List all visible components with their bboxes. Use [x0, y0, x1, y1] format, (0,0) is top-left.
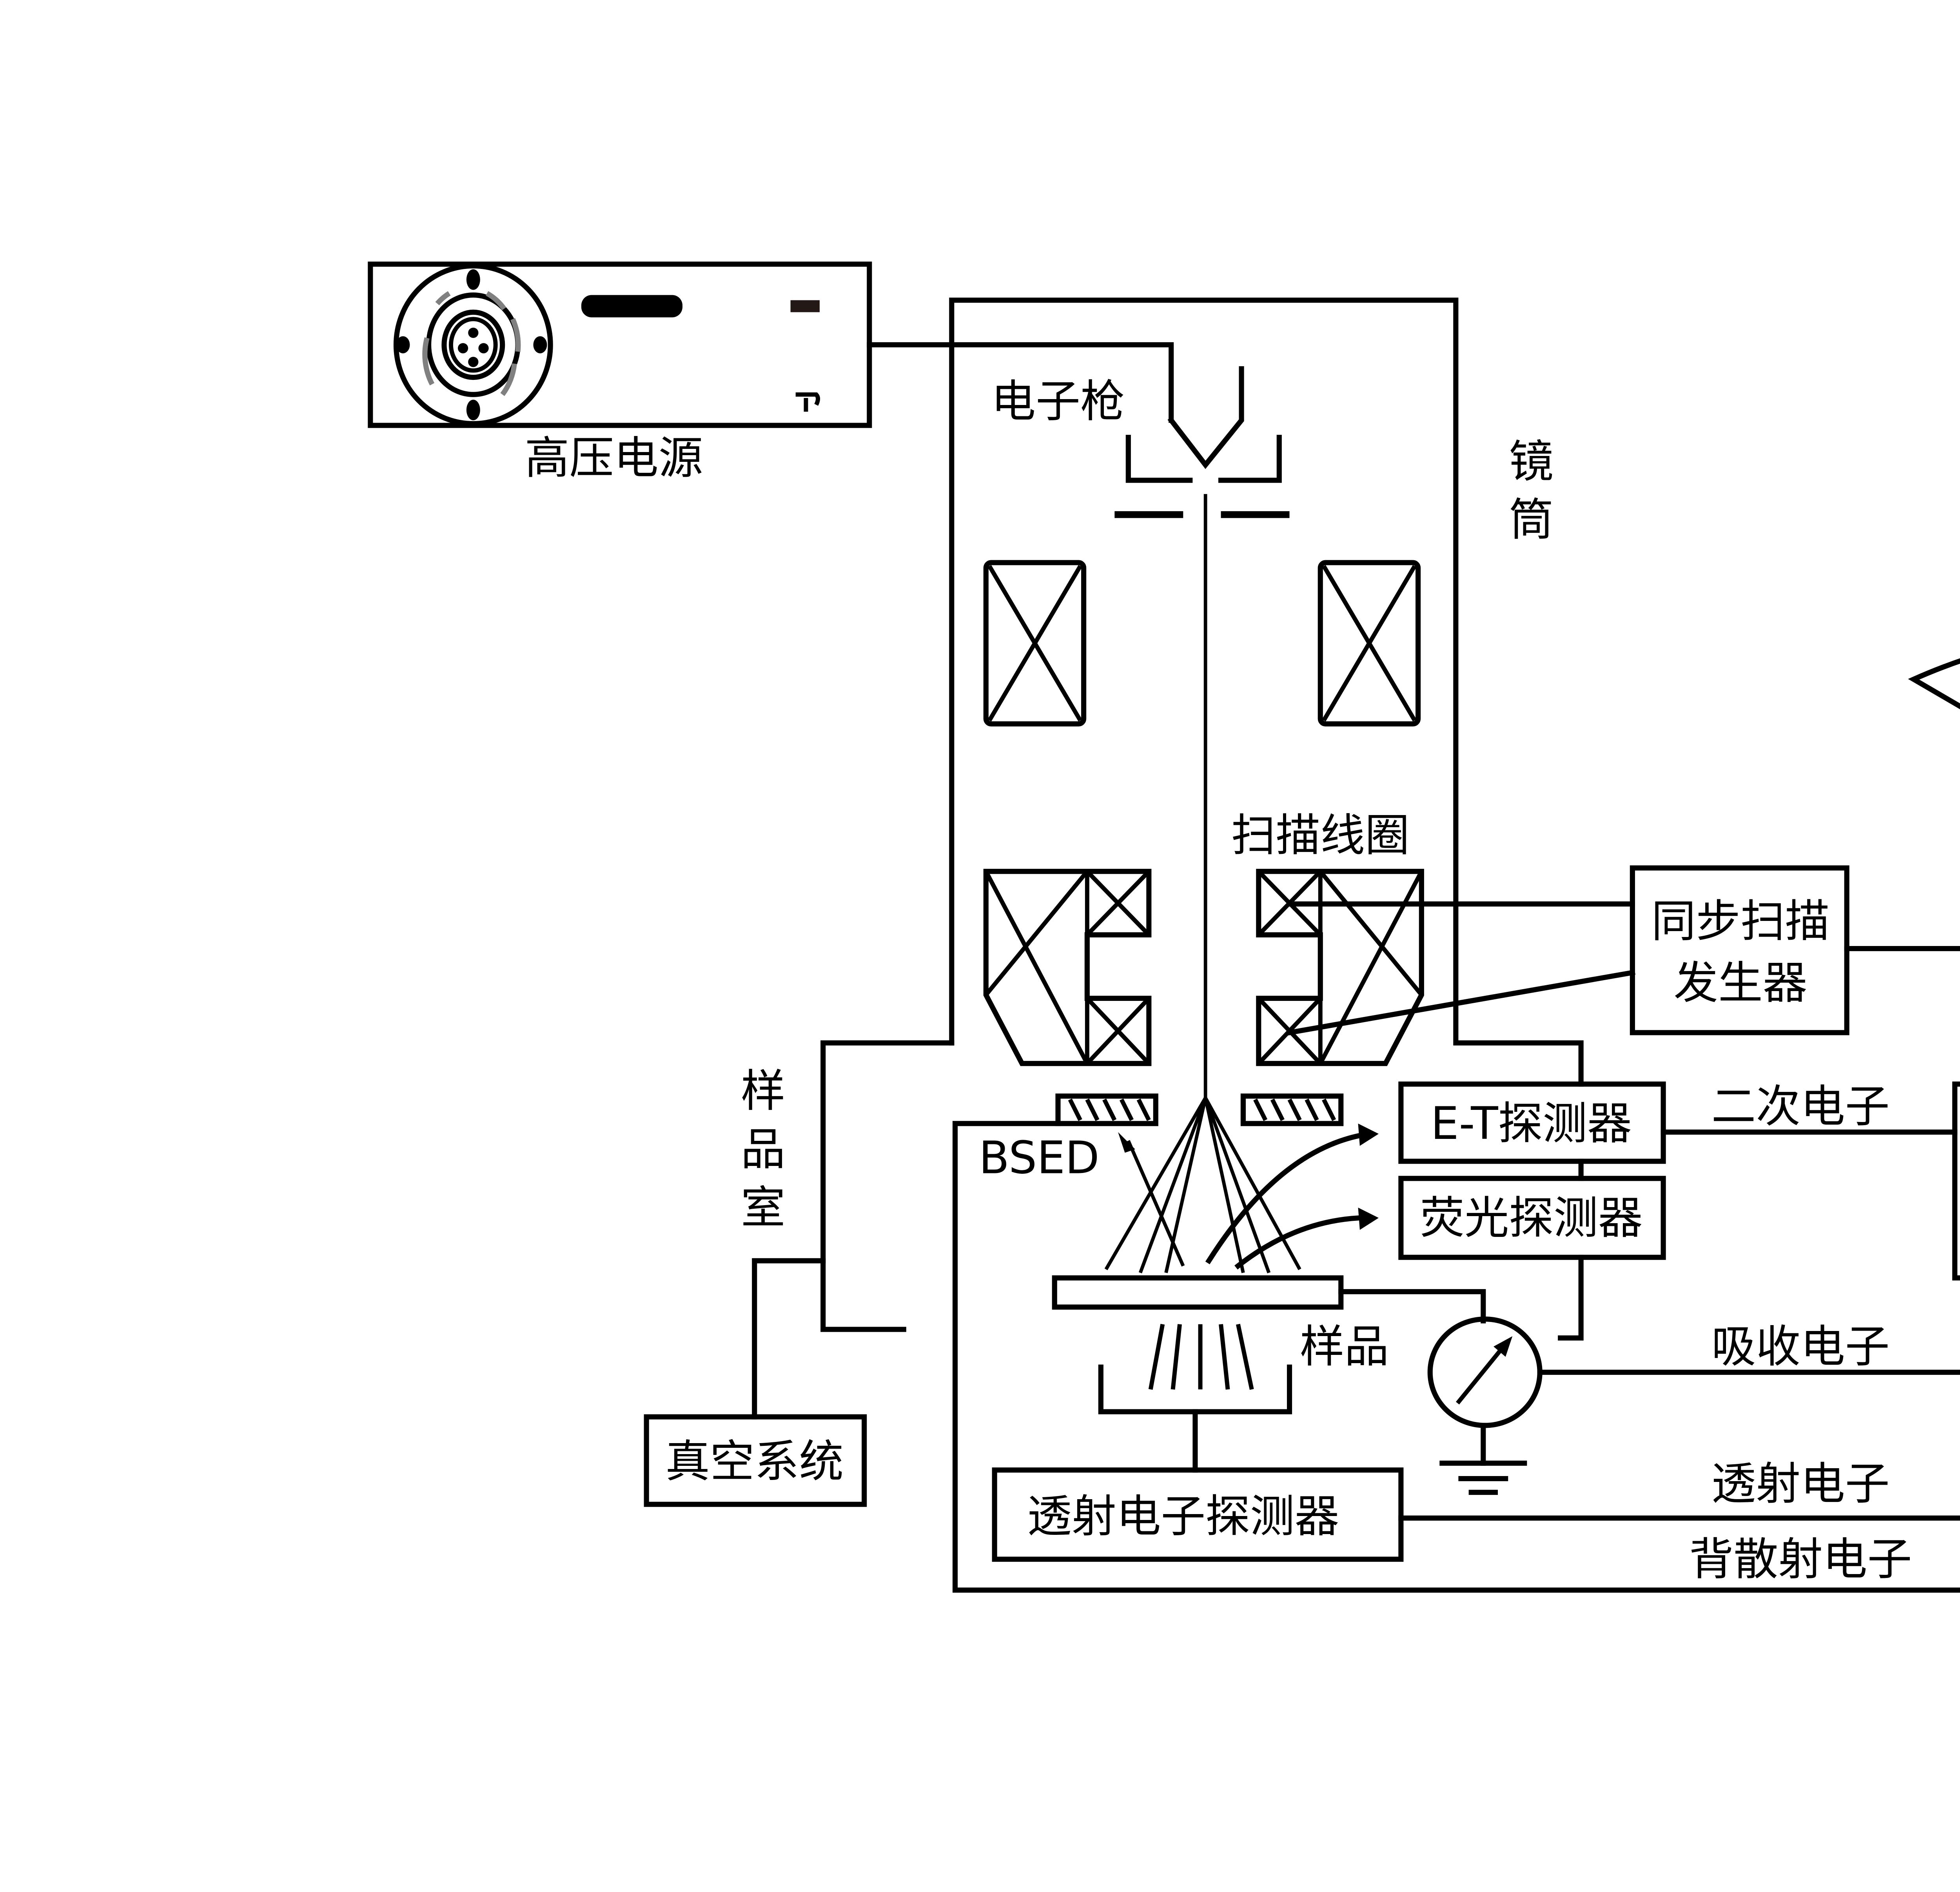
signal-absorbed-label: 吸收电子: [1711, 1320, 1890, 1373]
signal-transmitted-label: 透射电子: [1711, 1458, 1890, 1510]
sample-chamber: 样品室: [741, 1040, 1960, 1593]
electron-gun: 电子枪: [991, 366, 1290, 518]
connector-icon: [393, 263, 553, 427]
column: 镜筒: [949, 298, 1584, 1087]
vacuum-system: 真空系统: [644, 1414, 867, 1507]
hv-supply: 高压电源: [368, 261, 872, 484]
objective-lens-right: 扫描线圈: [1231, 809, 1424, 1066]
column-label-1: 镜筒: [1509, 435, 1553, 546]
vacuum-system-label: 真空系统: [665, 1435, 844, 1487]
indicator-icon: [790, 300, 820, 312]
scan-generator-label-1: 同步扫描: [1651, 895, 1830, 947]
crt-screen: 荧光屏: [1908, 658, 1960, 710]
signal-secondary-label: 二次电子: [1711, 1080, 1890, 1132]
ammeter-icon: [1427, 1316, 1543, 1428]
et-detector-label: E-T探测器: [1431, 1097, 1632, 1149]
bse-arrow-icon: [1118, 1132, 1135, 1153]
se-curve-arrow: [1205, 1132, 1363, 1264]
switch-icon: [795, 392, 820, 412]
condenser-lens-left: [983, 560, 1087, 726]
objective-lens-left: [983, 869, 1152, 1066]
transmitted-beams: [1148, 1324, 1254, 1390]
tem-detector-label: 透射电子探测器: [1027, 1490, 1339, 1542]
et-detector: E-T探测器: [1398, 1081, 1666, 1164]
video-amplifier: 视频放大器: [1952, 1081, 1960, 1281]
bsed-label: BSED: [979, 1132, 1100, 1184]
signal-backscattered-label: 背散射电子: [1689, 1533, 1912, 1585]
display-slot-icon: [581, 295, 682, 318]
scan-coil-label: 扫描线圈: [1231, 809, 1410, 861]
scan-generator: 同步扫描 发生器: [1630, 865, 1849, 1035]
scan-generator-label-2: 发生器: [1673, 957, 1807, 1009]
ground-icon: [1439, 1460, 1527, 1495]
xray-curve-arrow: [1234, 1215, 1363, 1270]
xray-detector-label: 荧光探测器: [1420, 1192, 1643, 1244]
scattered-beams: [1104, 1097, 1301, 1274]
electron-gun-label: 电子枪: [991, 375, 1125, 427]
sample-label: 样品: [1300, 1320, 1389, 1373]
se-arrow-icon: [1358, 1123, 1379, 1146]
tem-detector: 透射电子探测器: [992, 1467, 1404, 1562]
bsed-detector: BSED: [979, 1093, 1344, 1184]
xray-detector: 荧光探测器: [1398, 1176, 1666, 1260]
xray-arrow-icon: [1358, 1207, 1379, 1230]
condenser-lens-right: [1318, 560, 1421, 726]
hv-supply-label: 高压电源: [525, 432, 703, 484]
sample-chamber-label: 样品室: [741, 1065, 786, 1234]
